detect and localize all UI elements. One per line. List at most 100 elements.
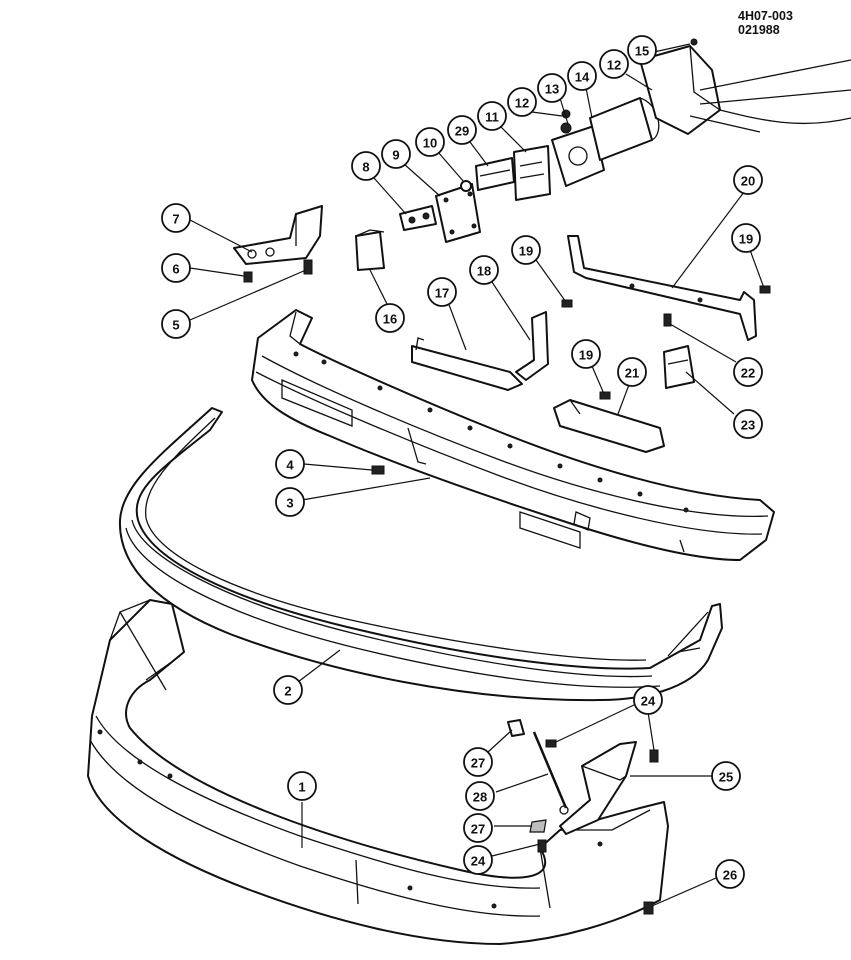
part-13-bolt (560, 122, 572, 134)
part-5-bolt (303, 259, 313, 275)
svg-text:20: 20 (741, 174, 755, 189)
part-7-bracket (233, 205, 323, 265)
part-8-bolt-bracket (399, 205, 437, 231)
svg-text:11: 11 (485, 110, 499, 125)
svg-text:13: 13 (545, 82, 559, 97)
svg-text:29: 29 (455, 124, 469, 139)
callout-6: 6 (161, 253, 191, 283)
part-16-bracket (355, 229, 385, 271)
callout-27-upper: 27 (463, 747, 493, 777)
svg-text:26: 26 (723, 868, 737, 883)
svg-text:19: 19 (739, 232, 753, 247)
svg-text:28: 28 (473, 790, 487, 805)
part-24-bolt-right (649, 749, 659, 763)
callout-28: 28 (465, 781, 495, 811)
callout-14: 14 (567, 61, 597, 91)
svg-text:19: 19 (579, 348, 593, 363)
callout-12-right: 12 (599, 49, 629, 79)
svg-text:19: 19 (519, 244, 533, 259)
callout-15: 15 (627, 35, 657, 65)
part-20-support (567, 235, 757, 341)
svg-text:16: 16 (383, 312, 397, 327)
callout-9: 9 (381, 139, 411, 169)
svg-text:10: 10 (423, 136, 437, 151)
svg-text:27: 27 (471, 822, 485, 837)
svg-text:17: 17 (435, 286, 449, 301)
callout-26: 26 (715, 859, 745, 889)
part-18-bracket (515, 311, 549, 381)
callout-5: 5 (161, 309, 191, 339)
part-21-bracket (553, 399, 665, 453)
callout-24-upper: 24 (633, 685, 663, 715)
part-10-nut (460, 180, 472, 192)
svg-text:6: 6 (172, 262, 179, 277)
part-22-bolt (663, 313, 672, 327)
callout-17: 17 (427, 277, 457, 307)
part-19-bolt-lower (599, 391, 611, 400)
callout-4: 4 (275, 449, 305, 479)
svg-text:24: 24 (471, 854, 486, 869)
part-29-shim (475, 157, 515, 191)
callout-16: 16 (375, 303, 405, 333)
svg-text:27: 27 (471, 756, 485, 771)
svg-text:12: 12 (515, 96, 529, 111)
svg-text:15: 15 (635, 44, 649, 59)
callout-8: 8 (351, 151, 381, 181)
svg-text:9: 9 (392, 148, 399, 163)
svg-text:8: 8 (362, 160, 369, 175)
callout-23: 23 (733, 409, 763, 439)
svg-text:23: 23 (741, 418, 755, 433)
part-4-bolt (371, 465, 385, 475)
part-19-bolt-mid (561, 299, 573, 308)
part-19-bolt-right (759, 285, 771, 294)
callout-2: 2 (273, 675, 303, 705)
part-28-rod (532, 731, 569, 815)
callout-21: 21 (617, 357, 647, 387)
callout-29: 29 (447, 115, 477, 145)
part-27-clip-upper (507, 719, 525, 737)
callout-12-left: 12 (507, 87, 537, 117)
svg-text:21: 21 (625, 366, 639, 381)
callout-10: 10 (415, 127, 445, 157)
part-1-front-fascia (87, 599, 669, 945)
svg-text:5: 5 (172, 318, 179, 333)
leader-lines (189, 43, 765, 907)
svg-text:7: 7 (172, 212, 179, 227)
callout-3: 3 (275, 487, 305, 517)
part-15-mount-plate (639, 38, 851, 135)
callout-1: 1 (287, 771, 317, 801)
svg-text:3: 3 (286, 496, 293, 511)
callout-13: 13 (537, 73, 567, 103)
callout-7: 7 (161, 203, 191, 233)
part-3-impact-bar (251, 309, 775, 561)
svg-text:1: 1 (298, 780, 305, 795)
callout-19-right: 19 (731, 223, 761, 253)
callout-25: 25 (711, 761, 741, 791)
callout-27-lower: 27 (463, 813, 493, 843)
callout-20: 20 (733, 165, 763, 195)
svg-text:12: 12 (607, 58, 621, 73)
svg-text:2: 2 (284, 684, 291, 699)
callout-22: 22 (733, 357, 763, 387)
part-23-bracket (663, 345, 695, 389)
svg-text:24: 24 (641, 694, 656, 709)
part-27-clip-lower (529, 819, 547, 833)
part-17-bracket (411, 337, 523, 391)
part-26-bolt (643, 901, 654, 915)
part-25-bracket (559, 741, 637, 835)
svg-text:4: 4 (286, 458, 294, 473)
svg-text:18: 18 (477, 264, 491, 279)
part-9-bracket-plate (435, 183, 481, 243)
svg-text:22: 22 (741, 366, 755, 381)
callout-18: 18 (469, 255, 499, 285)
svg-text:14: 14 (575, 70, 590, 85)
drawing-code: 4H07-003 (738, 9, 793, 23)
callout-24-lower: 24 (463, 845, 493, 875)
part-24-bolt-lower (537, 839, 547, 853)
callout-19-mid: 19 (511, 235, 541, 265)
part-6-nut (243, 271, 253, 283)
part-2-bumper-bar (118, 407, 723, 702)
date-code: 021988 (738, 23, 780, 37)
callout-11: 11 (477, 101, 507, 131)
